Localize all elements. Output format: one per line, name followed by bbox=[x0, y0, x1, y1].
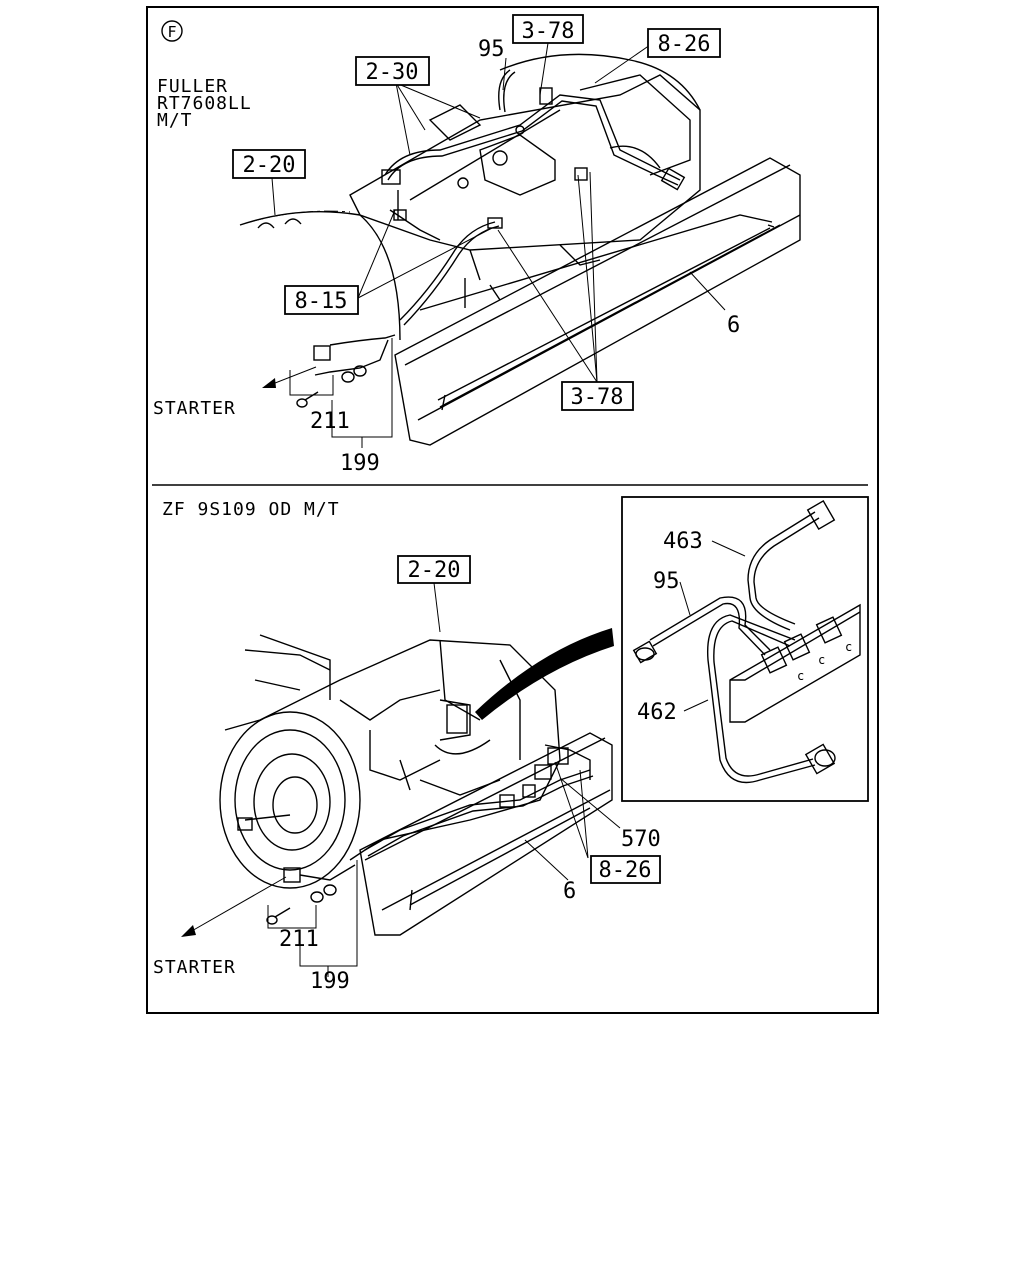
svg-text:2-20: 2-20 bbox=[408, 558, 461, 583]
part-95-detail: 95 bbox=[653, 569, 680, 594]
model-line-1: FULLER bbox=[157, 76, 228, 97]
part-570: 570 bbox=[621, 827, 661, 852]
part-199-top: 199 bbox=[340, 451, 380, 476]
starter-label-bottom: STARTER bbox=[153, 957, 236, 978]
svg-text:c: c bbox=[818, 653, 825, 667]
part-211-top: 211 bbox=[310, 409, 350, 434]
part-199-bottom: 199 bbox=[310, 969, 350, 994]
svg-text:8-26: 8-26 bbox=[658, 32, 711, 57]
part-211-bottom: 211 bbox=[279, 927, 319, 952]
svg-text:8-15: 8-15 bbox=[295, 289, 348, 314]
ref-2-30[interactable]: 2-30 bbox=[355, 56, 430, 86]
bottom-panel: ZF 9S109 OD M/T bbox=[153, 496, 869, 994]
svg-text:c: c bbox=[797, 669, 804, 683]
part-6-bottom: 6 bbox=[563, 879, 576, 904]
model-line-3: M/T bbox=[157, 110, 193, 131]
svg-text:8-26: 8-26 bbox=[599, 858, 652, 883]
ref-3-78-bottom[interactable]: 3-78 bbox=[561, 381, 634, 411]
section-marker: F bbox=[167, 23, 176, 41]
starter-label-top: STARTER bbox=[153, 398, 236, 419]
top-leader-lines bbox=[262, 42, 726, 448]
ref-2-20-top[interactable]: 2-20 bbox=[232, 149, 306, 179]
ref-2-20-bottom[interactable]: 2-20 bbox=[397, 555, 471, 584]
ref-8-15[interactable]: 8-15 bbox=[284, 285, 359, 315]
detail-inset: c c c bbox=[621, 496, 869, 802]
detail-frame bbox=[621, 496, 869, 802]
model-line-2: RT7608LL bbox=[157, 93, 252, 114]
svg-text:2-30: 2-30 bbox=[366, 60, 419, 85]
ref-8-26-top[interactable]: 8-26 bbox=[647, 28, 721, 58]
diagram-frame bbox=[146, 6, 879, 1014]
model-zf: ZF 9S109 OD M/T bbox=[162, 499, 340, 520]
fuller-transmission-drawing bbox=[239, 53, 801, 446]
zf-transmission-drawing bbox=[219, 628, 614, 936]
section-marker-circle bbox=[161, 20, 183, 42]
svg-text:3-78: 3-78 bbox=[522, 19, 575, 44]
part-462: 462 bbox=[637, 700, 677, 725]
ref-3-78-top[interactable]: 3-78 bbox=[512, 14, 584, 44]
part-463: 463 bbox=[663, 529, 703, 554]
part-6-top: 6 bbox=[727, 313, 740, 338]
svg-text:3-78: 3-78 bbox=[571, 385, 624, 410]
svg-text:2-20: 2-20 bbox=[243, 153, 296, 178]
svg-text:c: c bbox=[845, 640, 852, 654]
ref-8-26-bottom[interactable]: 8-26 bbox=[590, 855, 661, 884]
part-95-top: 95 bbox=[478, 37, 505, 62]
top-panel: F FULLER RT7608LL M/T bbox=[153, 14, 801, 476]
bottom-leader-lines bbox=[181, 582, 621, 977]
